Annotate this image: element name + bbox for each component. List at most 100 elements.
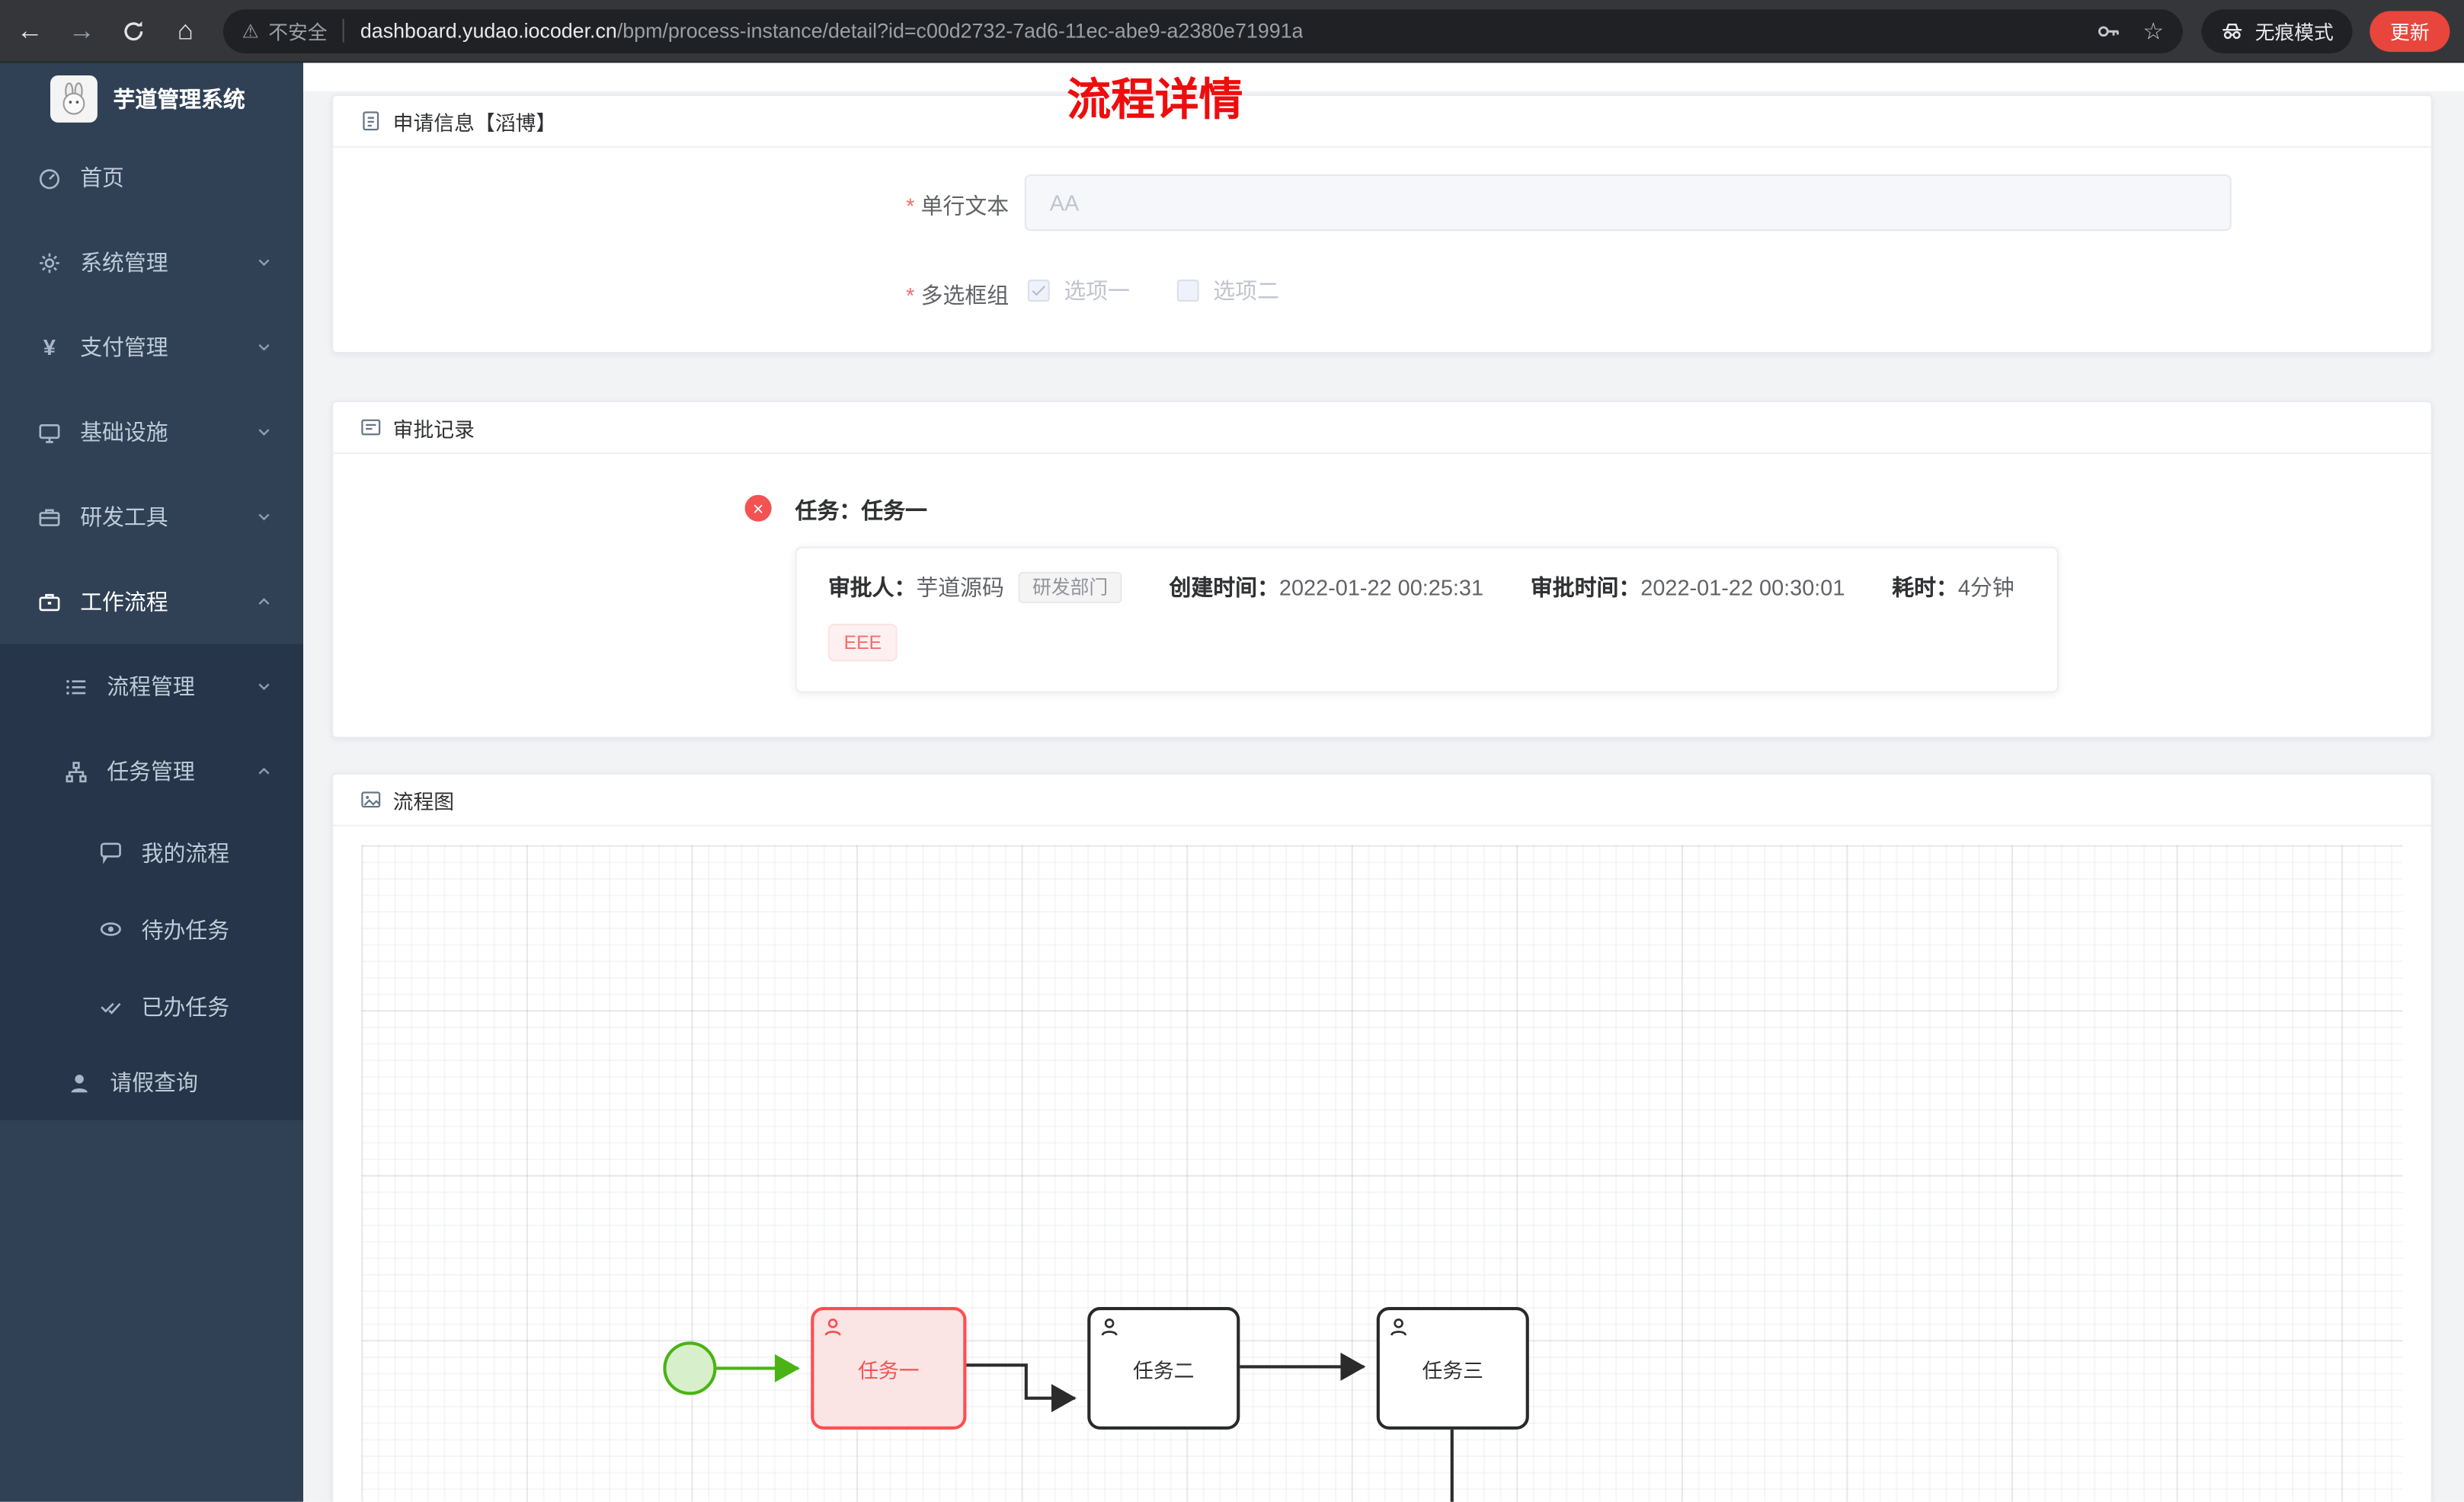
sidebar-item-todo-tasks[interactable]: 待办任务 (0, 890, 303, 967)
double-check-icon (99, 995, 123, 1018)
approver-label: 审批人： (827, 574, 917, 600)
sidebar-item-dev-tools[interactable]: 研发工具 (0, 475, 303, 559)
sidebar-item-home[interactable]: 首页 (0, 135, 303, 219)
created-time-label: 创建时间： (1169, 574, 1279, 600)
user-task-icon (1387, 1316, 1410, 1338)
browser-toolbar: ← → ⌂ ⚠ 不安全 dashboard.yudao.iocoder.cn /… (0, 0, 2464, 63)
sidebar-item-done-tasks[interactable]: 已办任务 (0, 968, 303, 1045)
process-diagram-card: 流程图 (331, 772, 2433, 1502)
briefcase-icon (38, 590, 62, 613)
card-title: 申请信息【滔博】 (392, 110, 557, 135)
eye-icon (99, 918, 123, 941)
back-button[interactable]: ← (16, 14, 43, 45)
app-logo-row[interactable]: 芋道管理系统 (0, 63, 303, 136)
apply-info-card: 申请信息【滔博】 *单行文本 *多选框组 选项一 选项二 (331, 94, 2433, 354)
not-secure-warning-icon: ⚠ (242, 19, 259, 42)
app-title: 芋道管理系统 (113, 86, 245, 112)
address-bar[interactable]: ⚠ 不安全 dashboard.yudao.iocoder.cn /bpm/pr… (222, 8, 2183, 53)
dashboard-icon (38, 166, 62, 190)
sidebar-item-label: 我的流程 (141, 839, 230, 865)
sidebar-item-infrastructure[interactable]: 基础设施 (0, 390, 303, 475)
sidebar-item-label: 支付管理 (80, 334, 168, 360)
home-button[interactable]: ⌂ (177, 14, 194, 45)
user-task-icon (822, 1316, 844, 1338)
chevron-up-icon (256, 594, 272, 610)
checkbox-label: 选项一 (1064, 278, 1130, 304)
sidebar-item-leave-query[interactable]: 请假查询 (0, 1045, 303, 1120)
url-host: dashboard.yudao.iocoder.cn (360, 18, 617, 43)
approval-detail-row: 审批人： 芋道源码 研发部门 创建时间： 2022-01-22 00:25:31… (827, 571, 2026, 603)
gear-icon (38, 251, 62, 274)
app-logo (50, 75, 98, 123)
task-label: 任务三 (1422, 1358, 1483, 1382)
approval-comment-tag: EEE (827, 623, 898, 662)
approved-time-label: 审批时间： (1530, 574, 1641, 600)
sidebar-item-label: 研发工具 (80, 504, 168, 530)
bpmn-task-3[interactable]: 任务三 (1376, 1307, 1529, 1430)
chevron-down-icon (256, 254, 272, 270)
record-icon (360, 417, 382, 439)
browser-menu-icon[interactable]: ⋮ (2461, 17, 2464, 45)
address-bar-divider (343, 18, 345, 43)
department-tag: 研发部门 (1018, 571, 1122, 603)
user-icon (68, 1071, 91, 1095)
document-icon (360, 110, 382, 132)
reload-button[interactable] (111, 8, 155, 53)
list-icon (65, 675, 88, 698)
sidebar-item-label: 待办任务 (141, 916, 230, 942)
checkbox-group: 选项一 选项二 (1027, 275, 1279, 306)
chrome-update-button[interactable]: 更新 (2370, 10, 2450, 52)
sidebar-item-label: 工作流程 (80, 589, 168, 615)
sidebar-item-label: 任务管理 (107, 759, 195, 785)
checkbox-label: 选项二 (1213, 278, 1279, 304)
bpmn-task-1[interactable]: 任务一 (811, 1307, 967, 1430)
bpmn-start-event[interactable] (663, 1341, 717, 1395)
sidebar-item-payment[interactable]: ¥ 支付管理 (0, 305, 303, 389)
sidebar-item-label: 流程管理 (107, 673, 195, 699)
duration-label: 耗时： (1892, 574, 1958, 600)
chevron-down-icon (256, 424, 272, 440)
bookmark-star-icon[interactable]: ☆ (2142, 18, 2165, 45)
workflow-submenu: 流程管理 任务管理 我的流程 待办任务 已办任务 (0, 644, 304, 1120)
org-tree-icon (65, 759, 88, 783)
approval-detail-card: 审批人： 芋道源码 研发部门 创建时间： 2022-01-22 00:25:31… (795, 546, 2059, 693)
approval-records-card: 审批记录 × 任务：任务一 审批人： 芋道源码 研发部门 创建时间： 2022-… (331, 400, 2433, 739)
task-failed-icon: × (744, 494, 772, 522)
toolbox-icon (38, 505, 62, 529)
picture-icon (360, 788, 382, 810)
password-key-icon[interactable] (2095, 18, 2120, 43)
created-time-value: 2022-01-22 00:25:31 (1278, 574, 1484, 600)
sidebar-item-system[interactable]: 系统管理 (0, 220, 303, 305)
process-diagram-card-header: 流程图 (333, 775, 2431, 826)
card-title: 审批记录 (392, 417, 475, 441)
checkbox-option-2: 选项二 (1176, 275, 1279, 306)
sidebar-item-label: 系统管理 (80, 249, 168, 275)
sidebar: 芋道管理系统 首页 系统管理 ¥ 支付管理 基础设施 研发工具 (0, 62, 304, 1502)
task-label: 任务二 (1133, 1358, 1195, 1382)
sidebar-item-workflow[interactable]: 工作流程 (0, 559, 303, 644)
page-title: 流程详情 (1067, 75, 1243, 124)
chevron-up-icon (256, 763, 272, 779)
sidebar-item-process-management[interactable]: 流程管理 (0, 644, 303, 729)
forward-button[interactable]: → (68, 14, 95, 45)
sidebar-item-label: 基础设施 (80, 419, 168, 445)
apply-info-card-header: 申请信息【滔博】 (333, 96, 2431, 148)
approved-time-value: 2022-01-22 00:30:01 (1640, 574, 1845, 600)
checkbox-icon (1176, 280, 1199, 302)
text-field-label: *单行文本 (906, 193, 1010, 219)
chevron-down-icon (256, 340, 272, 356)
sidebar-item-my-processes[interactable]: 我的流程 (0, 813, 303, 890)
incognito-badge: 无痕模式 (2201, 8, 2353, 53)
reload-icon (124, 21, 143, 40)
bpmn-canvas[interactable]: 任务一 任务二 任务三 (361, 845, 2403, 1502)
content-top-strip (303, 62, 2464, 91)
sidebar-item-task-management[interactable]: 任务管理 (0, 729, 303, 813)
sidebar-item-label: 首页 (80, 165, 124, 190)
incognito-label: 无痕模式 (2254, 21, 2334, 44)
checkbox-option-1: 选项一 (1027, 275, 1130, 306)
checkbox-icon (1027, 280, 1050, 302)
single-line-text-input (1024, 174, 2232, 232)
bpmn-task-2[interactable]: 任务二 (1087, 1307, 1240, 1430)
checkbox-group-label: *多选框组 (906, 283, 1010, 308)
approver-name: 芋道源码 (916, 574, 1004, 600)
